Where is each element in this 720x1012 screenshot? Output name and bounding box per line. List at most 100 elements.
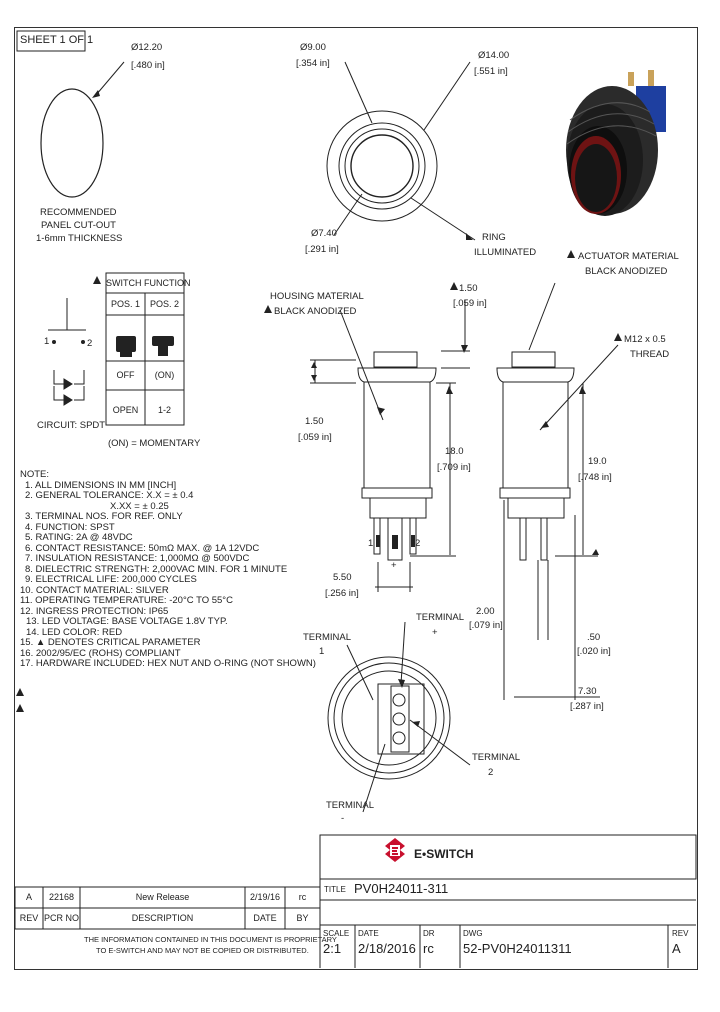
disclaimer-line-1: THE INFORMATION CONTAINED IN THIS DOCUME…	[84, 935, 337, 944]
drawing-sheet	[14, 27, 698, 970]
note-line: 6. CONTACT RESISTANCE: 50mΩ MAX. @ 1A 12…	[25, 542, 260, 554]
scale-value: 2:1	[323, 941, 342, 956]
rev-row-pcr: 22168	[48, 892, 75, 902]
top-d1: Ø9.00	[300, 42, 326, 53]
terminal-minus-sign: -	[341, 813, 345, 824]
dim-200-in: [.079 in]	[469, 620, 503, 631]
rev-header-by: BY	[296, 913, 309, 923]
dim-180: 18.0	[445, 446, 464, 457]
scale-label: SCALE	[323, 929, 350, 938]
rev-row-rev: A	[25, 892, 32, 902]
note-line: 9. ELECTRICAL LIFE: 200,000 CYCLES	[25, 574, 197, 585]
actuator-callout-1: ACTUATOR MATERIAL	[578, 251, 679, 262]
switch-function-title: SWITCH FUNCTION	[106, 278, 191, 288]
pos2-header: POS. 2	[149, 299, 179, 309]
cutout-diameter-in: [.480 in]	[131, 60, 165, 71]
dim-550: 5.50	[333, 572, 352, 583]
momentary-footnote: (ON) = MOMENTARY	[108, 438, 201, 449]
dim-150-in: [.059 in]	[298, 432, 332, 443]
circuit-pin2: 2	[87, 338, 93, 349]
note-line: 8. DIELECTRIC STRENGTH: 2,000VAC MIN. FO…	[25, 563, 288, 575]
cutout-caption-2: PANEL CUT-OUT	[41, 220, 116, 231]
bottom-view-outer-ring	[327, 656, 451, 780]
side-pin2: 2	[415, 538, 421, 549]
rev-header-rev: REV	[19, 913, 39, 923]
date-label: DATE	[358, 929, 379, 938]
rev-row-desc: New Release	[135, 892, 190, 902]
circuit-pin1: 1	[44, 336, 50, 347]
top-d1-in: [.354 in]	[296, 58, 330, 69]
note-line: 17. HARDWARE INCLUDED: HEX NUT AND O-RIN…	[20, 658, 316, 669]
housing-callout-2: BLACK ANODIZED	[274, 306, 357, 317]
dim-150: 1.50	[305, 416, 324, 427]
company-name: E•SWITCH	[414, 847, 474, 861]
dim-190: 19.0	[588, 456, 607, 467]
rev-value: A	[672, 941, 681, 956]
terminal-minus-label: TERMINAL	[326, 800, 375, 811]
e-switch-logo	[385, 838, 405, 862]
rev-header-desc: DESCRIPTION	[131, 913, 194, 923]
cutout-caption-3: 1-6mm THICKNESS	[36, 233, 123, 244]
drawn-by-label: DR	[423, 929, 435, 938]
switch-3d-render	[566, 70, 666, 216]
note-line: 15. ▲ DENOTES CRITICAL PARAMETER	[20, 637, 201, 648]
notes-block: NOTE: 1. ALL DIMENSIONS IN MM [INCH] 2. …	[20, 469, 316, 670]
note-line: 3. TERMINAL NOS. FOR REF. ONLY	[25, 511, 183, 522]
note-line: 11. OPERATING TEMPERATURE: -20°C TO 55°C	[20, 595, 233, 606]
note-heading: NOTE:	[20, 469, 50, 480]
pos2-state: (ON)	[154, 370, 175, 380]
rev-header-pcr: PCR NO	[43, 913, 79, 923]
top-d3: Ø7.40	[311, 228, 337, 239]
note-line: 14. LED COLOR: RED	[26, 626, 123, 638]
note-line: 12. INGRESS PROTECTION: IP65	[20, 605, 169, 617]
side-plus: +	[391, 560, 397, 571]
pos2-contact: 1-2	[157, 405, 171, 415]
dim-730: 7.30	[578, 686, 597, 697]
pos1-state: OFF	[116, 370, 135, 380]
disclaimer-line-2: TO E-SWITCH AND MAY NOT BE COPIED OR DIS…	[96, 946, 309, 955]
ring-label-2: ILLUMINATED	[474, 247, 537, 258]
dim-150b: 1.50	[459, 283, 478, 294]
note-line: 2. GENERAL TOLERANCE: X.X = ± 0.4	[25, 490, 194, 501]
note-line: 1. ALL DIMENSIONS IN MM [INCH]	[25, 479, 177, 491]
top-d2-in: [.551 in]	[474, 66, 508, 77]
thread-callout-1: M12 x 0.5	[624, 334, 666, 345]
cutout-caption-1: RECOMMENDED	[40, 207, 117, 218]
part-title: PV0H24011-311	[354, 881, 449, 896]
thread-callout-2: THREAD	[630, 349, 670, 360]
sheet-label: SHEET 1 OF 1	[20, 34, 94, 46]
dim-200: 2.00	[476, 606, 495, 617]
dim-180-in: [.709 in]	[437, 462, 471, 473]
dim-050-in: [.020 in]	[577, 646, 611, 657]
dim-150b-in: [.059 in]	[453, 298, 487, 309]
cutout-diameter: Ø12.20	[131, 42, 163, 53]
drawn-by-value: rc	[423, 941, 434, 956]
terminal-plus-label: TERMINAL	[416, 612, 465, 623]
dim-550-in: [.256 in]	[325, 588, 359, 599]
note-line: 16. 2002/95/EC (ROHS) COMPLIANT	[20, 647, 181, 659]
dim-730-in: [.287 in]	[570, 701, 604, 712]
rev-row-date: 2/19/16	[249, 892, 281, 902]
pos1-header: POS. 1	[110, 299, 140, 309]
rev-header-date: DATE	[253, 913, 277, 923]
top-d3-in: [.291 in]	[305, 244, 339, 255]
date-value: 2/18/2016	[358, 941, 416, 956]
dim-050: .50	[587, 632, 601, 643]
panel-cutout-circle	[40, 88, 104, 198]
actuator-callout-2: BLACK ANODIZED	[585, 266, 668, 277]
dim-190-in: [.748 in]	[578, 472, 612, 483]
terminal-1-num: 1	[319, 646, 325, 657]
top-d2: Ø14.00	[478, 50, 510, 61]
side-pin1: 1	[368, 538, 374, 549]
rev-label: REV	[672, 929, 689, 938]
terminal-2-num: 2	[488, 767, 494, 778]
note-line: 10. CONTACT MATERIAL: SILVER	[20, 584, 169, 596]
terminal-2-label: TERMINAL	[472, 752, 521, 763]
rev-row-by: rc	[298, 892, 307, 902]
note-line: 5. RATING: 2A @ 48VDC	[25, 532, 133, 543]
note-line: 7. INSULATION RESISTANCE: 1,000MΩ @ 500V…	[25, 553, 250, 564]
terminal-plus-sign: +	[432, 627, 438, 638]
title-label: TITLE	[324, 885, 346, 894]
housing-callout-1: HOUSING MATERIAL	[270, 291, 364, 302]
